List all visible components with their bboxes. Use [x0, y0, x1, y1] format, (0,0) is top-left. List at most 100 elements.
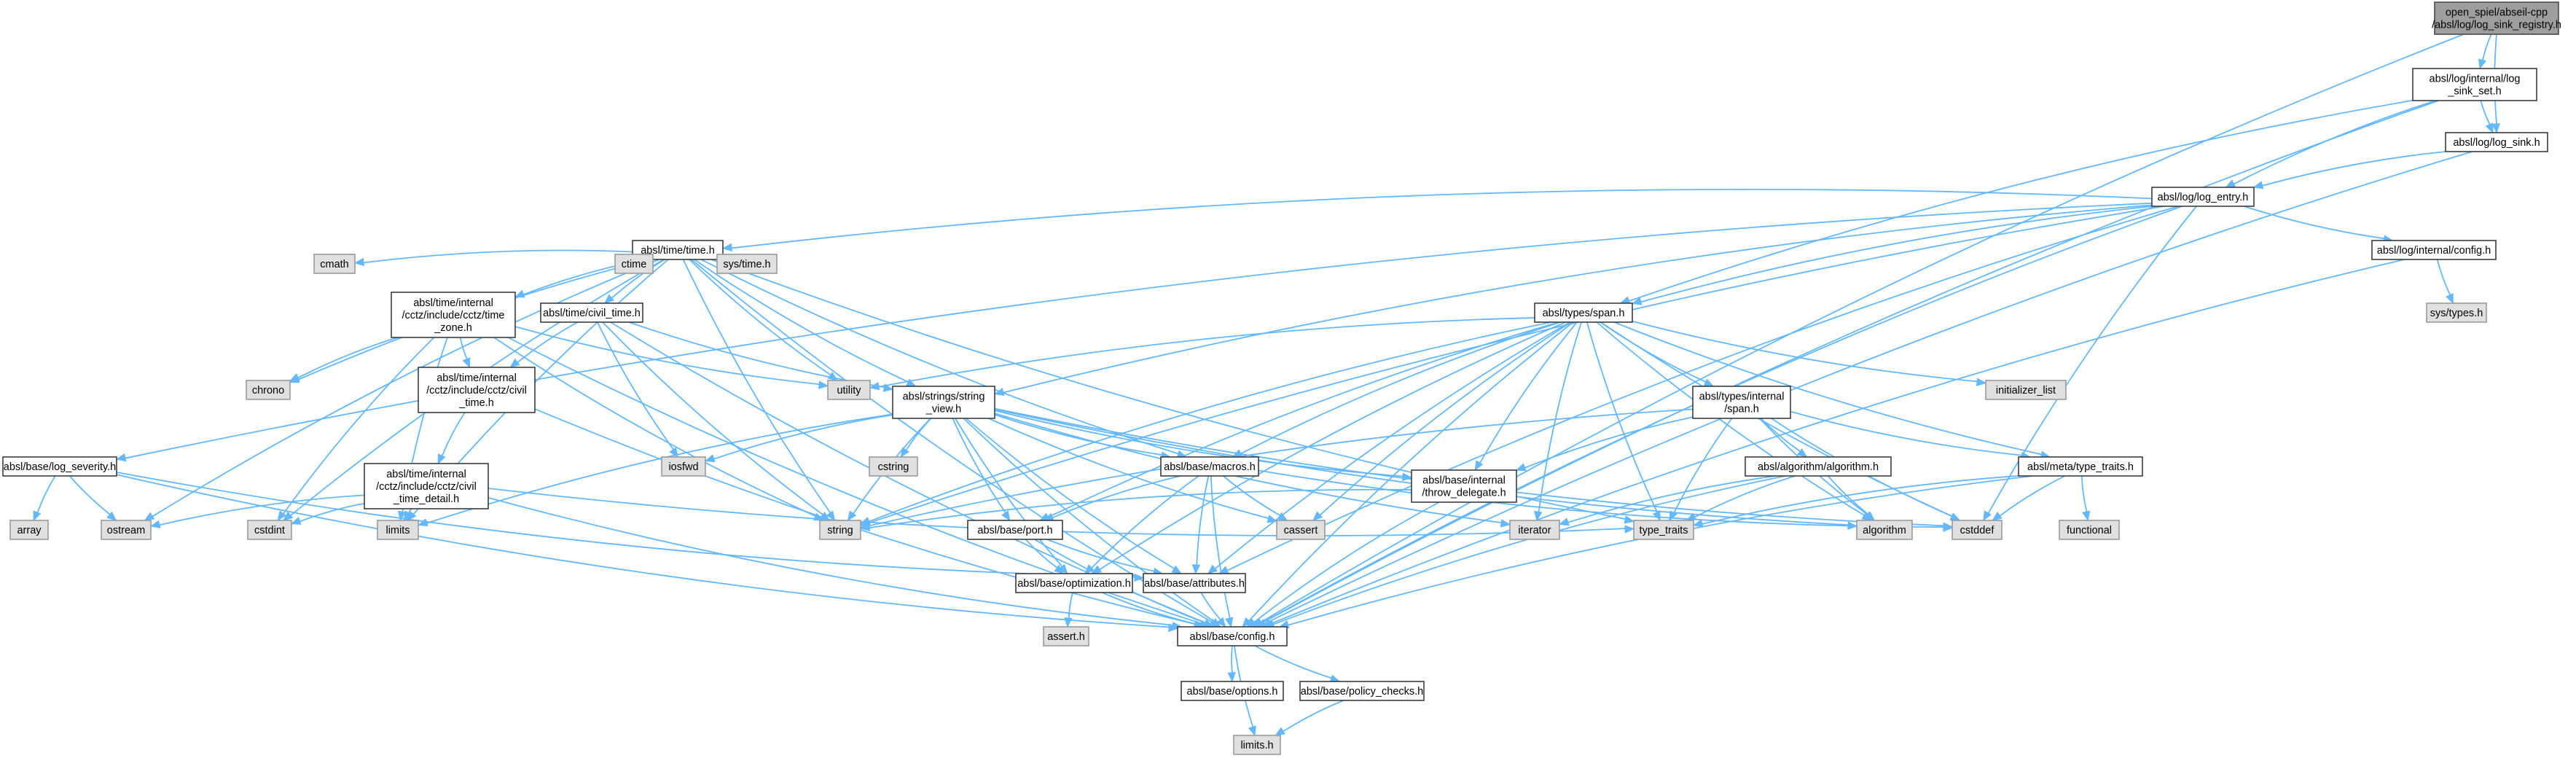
node-algorithm_h[interactable]: absl/algorithm/algorithm.h — [1745, 456, 1892, 477]
edge-arrowhead — [1865, 511, 1876, 521]
node-port[interactable]: absl/base/port.h — [967, 520, 1063, 540]
edge-line — [1702, 475, 2019, 525]
edge-line — [994, 414, 1162, 456]
edge-arrowhead — [1091, 565, 1103, 574]
node-label-line: functional — [2067, 525, 2112, 536]
edge-line — [1099, 321, 1566, 571]
node-type_traits: type_traits — [1633, 520, 1694, 540]
edge-span-to-utility — [869, 317, 1535, 391]
edge-line — [1214, 321, 1570, 569]
edge-cctz_civil_time-to-civil_time_detail — [437, 412, 466, 465]
node-config[interactable]: absl/base/config.h — [1177, 626, 1288, 646]
edge-arrowhead — [721, 243, 733, 252]
edge-line — [1673, 418, 1733, 514]
node-internal_config[interactable]: absl/log/internal/config.h — [2371, 240, 2497, 260]
node-label-line: cstddef — [1960, 525, 1995, 536]
edge-line — [994, 408, 1849, 526]
node-label-line: absl/base/policy_checks.h — [1301, 686, 1423, 698]
edge-log_entry-to-internal_config — [2244, 206, 2394, 243]
edge-line — [459, 337, 468, 359]
node-label-line: absl/time/internal — [386, 469, 466, 480]
node-box — [2445, 132, 2548, 152]
node-label-line: absl/base/macros.h — [1164, 461, 1256, 473]
node-root[interactable]: open_spiel/abseil-cpp/absl/log/log_sink_… — [2432, 1, 2561, 35]
edge-line — [1226, 206, 2179, 571]
edge-line — [1068, 592, 1073, 619]
node-label-line: absl/log/log_entry.h — [2158, 192, 2249, 203]
edge-arrowhead — [1983, 510, 1992, 522]
edge-line — [1629, 99, 2413, 302]
node-type_traits_h[interactable]: absl/meta/type_traits.h — [2018, 456, 2143, 477]
node-box — [1633, 520, 1694, 540]
node-options[interactable]: absl/base/options.h — [1181, 681, 1284, 701]
node-log_sink_set[interactable]: absl/log/internal/log_sink_set.h — [2412, 68, 2537, 101]
node-iterator: iterator — [1509, 520, 1560, 540]
edge-line — [1694, 475, 1796, 518]
node-label-line: _time.h — [458, 397, 494, 409]
node-attributes[interactable]: absl/base/attributes.h — [1143, 573, 1246, 593]
node-label-line: absl/base/attributes.h — [1144, 578, 1245, 590]
edge-line — [2080, 475, 2088, 512]
node-label-line: ostream — [107, 525, 145, 536]
node-optimization[interactable]: absl/base/optimization.h — [1015, 573, 1133, 593]
edge-line — [905, 418, 932, 451]
edge-span-to-cassert — [1312, 321, 1572, 521]
node-civil_time[interactable]: absl/time/civil_time.h — [540, 302, 643, 323]
edge-line — [869, 408, 1694, 527]
node-label-line: iterator — [1518, 525, 1551, 536]
edge-line — [1586, 321, 1658, 513]
node-label-line: absl/time/internal — [436, 372, 517, 384]
edge-log_sink-to-config — [1256, 151, 2473, 628]
edge-line — [963, 418, 1215, 622]
edge-line — [493, 337, 816, 517]
node-time_zone[interactable]: absl/time/internal/cctz/include/cctz/tim… — [391, 292, 516, 338]
edge-line — [1567, 475, 1776, 523]
edge-arrowhead — [859, 523, 871, 531]
edge-line — [1210, 475, 1231, 619]
edge-line — [1790, 410, 2022, 456]
edge-line — [694, 259, 909, 383]
node-cassert: cassert — [1276, 520, 1326, 540]
node-functional: functional — [2059, 520, 2120, 540]
node-label-line: absl/log/internal/log — [2430, 74, 2521, 85]
node-cctz_civil_time[interactable]: absl/time/internal/cctz/include/cctz/civ… — [418, 367, 536, 413]
edge-time_zone-to-utility — [514, 326, 829, 389]
node-box — [1951, 520, 2003, 540]
node-box — [1177, 626, 1288, 646]
edge-civil_time-to-iosfwd — [596, 321, 678, 458]
edge-line — [1269, 259, 2405, 625]
node-throw_delegate[interactable]: absl/base/internal/throw_delegate.h — [1411, 469, 1517, 503]
node-box — [101, 520, 152, 540]
edge-root-to-log_sink_set — [2478, 34, 2492, 70]
edge-arrowhead — [2446, 293, 2454, 305]
edges-layer — [33, 34, 2500, 737]
edge-line — [1524, 416, 1694, 469]
node-box — [1534, 302, 1633, 323]
node-policy_checks[interactable]: absl/base/policy_checks.h — [1299, 681, 1425, 701]
edge-line — [2482, 34, 2492, 60]
node-macros[interactable]: absl/base/macros.h — [1160, 456, 1259, 477]
node-log_entry[interactable]: absl/log/log_entry.h — [2151, 187, 2255, 207]
edge-time-to-config — [691, 259, 1220, 628]
node-log_severity[interactable]: absl/base/log_severity.h — [2, 456, 117, 477]
node-box — [614, 254, 654, 274]
edge-line — [514, 326, 820, 386]
node-string_view[interactable]: absl/strings/string_view.h — [892, 386, 995, 419]
edge-line — [1196, 475, 1210, 566]
node-chrono: chrono — [246, 380, 291, 400]
node-box — [2412, 68, 2537, 101]
node-ctime: ctime — [614, 254, 654, 274]
node-label-line: cmath — [320, 259, 349, 270]
edge-arrowhead — [1168, 623, 1179, 633]
edge-span-to-throw_delegate — [1474, 321, 1578, 472]
edge-arrowhead — [1500, 519, 1511, 528]
node-box — [967, 520, 1063, 540]
node-label-line: cstring — [878, 461, 909, 473]
node-log_sink[interactable]: absl/log/log_sink.h — [2445, 132, 2548, 152]
node-label-line: string — [827, 525, 853, 536]
edge-arrowhead — [1171, 565, 1183, 574]
node-span[interactable]: absl/types/span.h — [1534, 302, 1633, 323]
node-civil_time_detail[interactable]: absl/time/internal/cctz/include/cctz/civ… — [364, 463, 489, 509]
node-internal_span[interactable]: absl/types/internal/span.h — [1692, 386, 1791, 419]
